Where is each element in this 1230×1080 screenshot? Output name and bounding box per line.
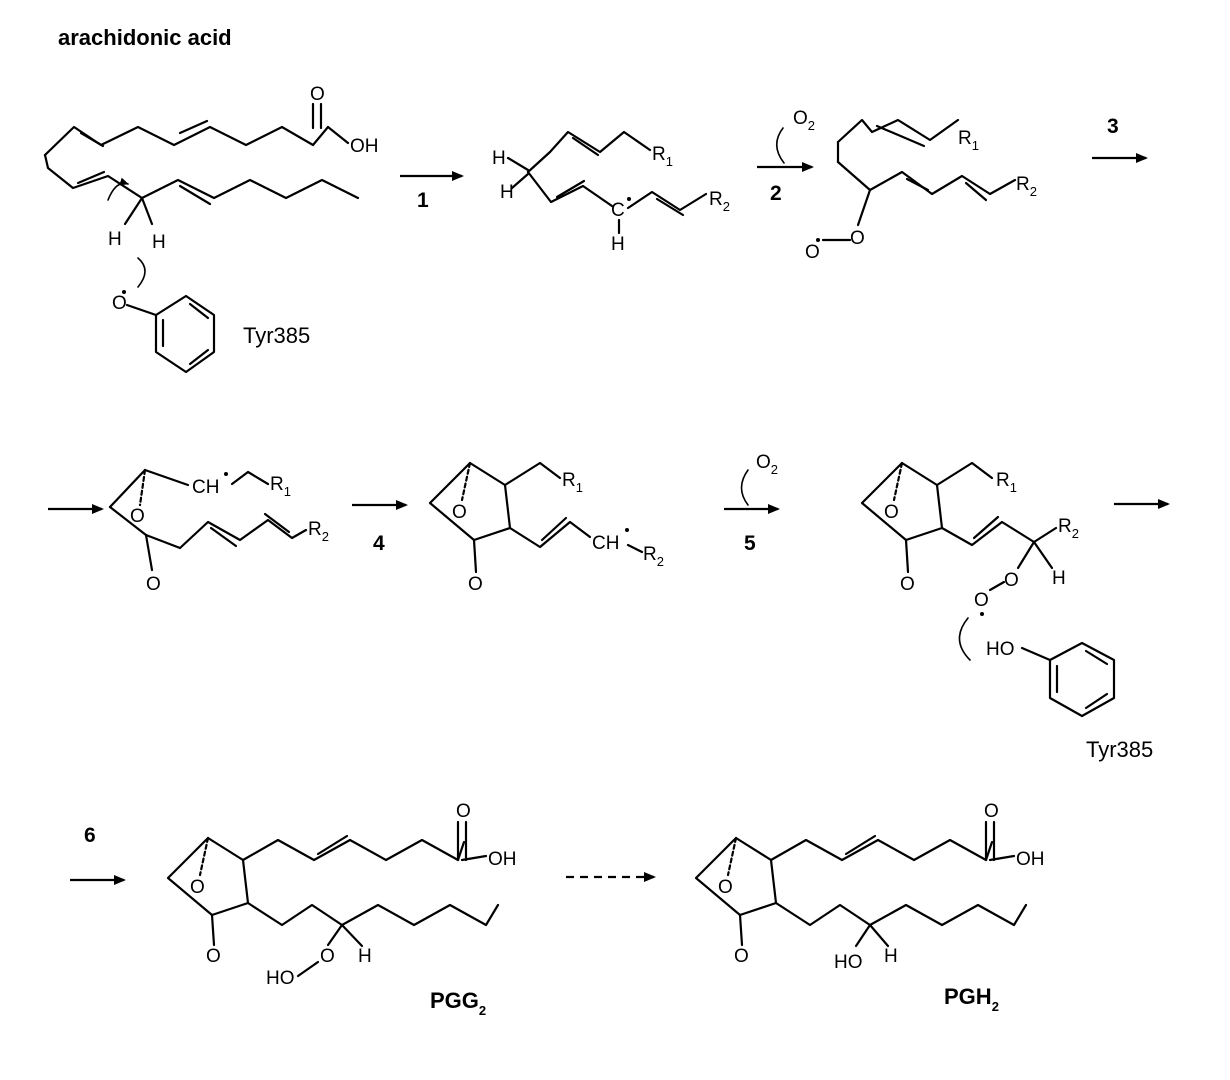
hydroxyl-label: OH — [488, 849, 517, 870]
r-group-label: R2 — [643, 544, 664, 569]
endoperoxide-radical-structure: O O CH R1 R2 — [108, 468, 329, 595]
r-group-label: R1 — [958, 128, 979, 153]
radical-carbon: C — [611, 200, 625, 221]
ring-oxygen: O — [900, 574, 915, 595]
peroxyl-oxygen: O — [850, 228, 865, 249]
hydroxyl-label: OH — [350, 136, 379, 157]
r-group-label: R2 — [1016, 174, 1037, 199]
phenoxyl-oxygen: O — [112, 293, 127, 314]
hydrogen-label: H — [500, 182, 514, 203]
step-number: 4 — [373, 532, 385, 555]
hydroxyl-label: HO — [986, 639, 1015, 660]
step-number: 5 — [744, 532, 756, 555]
hydroperoxy-label: HO — [266, 968, 295, 989]
ring-oxygen: O — [206, 946, 221, 967]
hydrogen-label: H — [108, 229, 122, 250]
r-group-label: R1 — [652, 144, 673, 169]
ring-oxygen: O — [146, 574, 161, 595]
ring-oxygen: O — [452, 502, 467, 523]
hydroxyl-label: HO — [834, 952, 863, 973]
ring-oxygen: O — [884, 502, 899, 523]
step-number: 1 — [417, 189, 429, 212]
pentadienyl-radical-structure: H H R1 C H R2 — [492, 130, 730, 255]
hydrogen-label: H — [358, 946, 372, 967]
carbonyl-oxygen: O — [310, 84, 325, 105]
peroxyl-oxygen: O — [805, 242, 820, 263]
carbonyl-oxygen: O — [456, 801, 471, 822]
r-group-label: R1 — [996, 470, 1017, 495]
step-number: 2 — [770, 182, 782, 205]
pgg2-structure: O O O OH H O HO — [166, 801, 517, 989]
radical-ch: CH — [192, 477, 219, 498]
peroxyl-intermediate-structure: O O R1 R2 H O O HO Tyr385 — [860, 461, 1153, 762]
r-group-label: R2 — [1058, 516, 1079, 541]
step-number: 6 — [84, 824, 96, 847]
reagent-oxygen: O2 — [756, 452, 778, 477]
reagent-oxygen: O2 — [793, 108, 815, 133]
product-name: PGG2 — [430, 988, 486, 1018]
step-number: 3 — [1107, 115, 1119, 138]
product-name: PGH2 — [944, 984, 999, 1014]
peroxyl-radical-structure: R1 R2 O O — [805, 118, 1037, 263]
r-group-label: R2 — [308, 519, 329, 544]
ring-oxygen: O — [190, 877, 205, 898]
hydrogen-label: H — [152, 232, 166, 253]
scheme-title: arachidonic acid — [58, 25, 232, 50]
reaction-arrow-5: O2 5 — [724, 452, 780, 555]
hydrogen-label: H — [1052, 568, 1066, 589]
r-group-label: R1 — [270, 474, 291, 499]
reaction-arrow-2: O2 2 — [757, 108, 815, 205]
hydrogen-label: H — [884, 946, 898, 967]
residue-label: Tyr385 — [243, 323, 310, 348]
ring-oxygen: O — [734, 946, 749, 967]
hydrogen-label: H — [492, 148, 506, 169]
hydrogen-label: H — [611, 234, 625, 255]
r-group-label: R2 — [709, 189, 730, 214]
bicyclic-radical-structure: O O R1 CH R2 — [428, 461, 664, 595]
ring-oxygen: O — [130, 506, 145, 527]
radical-ch: CH — [592, 533, 619, 554]
peroxyl-oxygen: O — [1004, 570, 1019, 591]
ring-oxygen: O — [468, 574, 483, 595]
ring-oxygen: O — [718, 877, 733, 898]
peroxyl-oxygen: O — [974, 590, 989, 611]
carbonyl-oxygen: O — [984, 801, 999, 822]
r-group-label: R1 — [562, 470, 583, 495]
residue-label: Tyr385 — [1086, 737, 1153, 762]
tyrosine-radical-structure: O Tyr385 — [112, 290, 310, 374]
hydroperoxy-oxygen: O — [320, 946, 335, 967]
hydroxyl-label: OH — [1016, 849, 1045, 870]
pgh2-structure: O O O OH H HO — [694, 801, 1045, 973]
arachidonic-acid-structure: O OH H H — [43, 84, 379, 288]
